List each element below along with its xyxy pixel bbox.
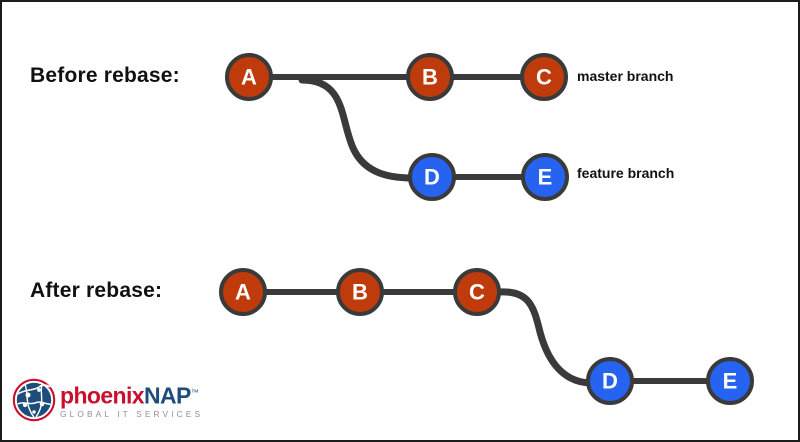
phoenixnap-wordmark: phoenixNAP™ GLOBAL IT SERVICES [60,381,205,419]
commit-label-after-d: D [602,369,618,394]
logo-word-phoenix: phoenix [60,382,145,409]
phoenixnap-globe-icon [12,378,56,422]
after-rebase-title: After rebase: [30,279,163,302]
before-rebase-title: Before rebase: [30,64,180,87]
commit-node-after-a[interactable]: A [219,268,267,316]
master-branch-label: master branch [577,68,674,84]
edge-before-branch-curve [298,76,418,182]
logo-trademark-symbol: ™ [190,388,199,397]
commit-node-after-d[interactable]: D [586,357,634,405]
commit-node-before-c[interactable]: C [520,53,568,101]
commit-node-before-b[interactable]: B [406,53,454,101]
logo-word-nap: NAP [143,382,191,409]
edge-after-branch-curve [495,288,596,387]
commit-label-after-e: E [723,369,738,394]
commit-node-before-a[interactable]: A [225,53,273,101]
after-rebase-graph: A B C D E [219,268,754,405]
commit-label-before-a: A [241,65,257,90]
commit-label-before-b: B [422,65,438,90]
commit-node-after-b[interactable]: B [336,268,384,316]
commit-label-before-c: C [536,65,552,90]
commit-node-after-e[interactable]: E [706,357,754,405]
commit-label-after-a: A [235,280,251,305]
logo-tagline: GLOBAL IT SERVICES [60,408,204,419]
phoenixnap-logo[interactable]: phoenixNAP™ GLOBAL IT SERVICES [12,375,202,423]
before-rebase-graph: A B C D E [225,53,569,201]
commit-label-after-b: B [352,280,368,305]
feature-branch-label: feature branch [577,165,675,181]
commit-node-before-d[interactable]: D [408,153,456,201]
logo-wordmark-line: phoenixNAP™ [60,381,205,408]
commit-label-after-c: C [469,280,485,305]
commit-node-before-e[interactable]: E [521,153,569,201]
commit-label-before-e: E [538,165,553,190]
commit-label-before-d: D [424,165,440,190]
commit-node-after-c[interactable]: C [453,268,501,316]
